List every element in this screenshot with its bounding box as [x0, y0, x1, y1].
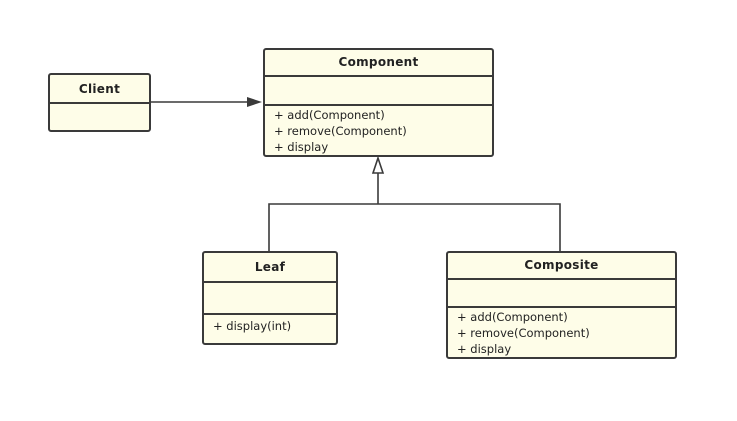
attributes-compartment-client: [50, 104, 149, 130]
class-name-component: Component: [265, 50, 492, 77]
generalization-arrowhead: [371, 155, 385, 174]
class-composite[interactable]: Composite + add(Component) + remove(Comp…: [446, 251, 677, 359]
operations-compartment-leaf: + display(int): [204, 315, 336, 343]
operation-remove: + remove(Component): [274, 124, 407, 138]
class-name-leaf: Leaf: [204, 253, 336, 283]
class-leaf[interactable]: Leaf + display(int): [202, 251, 338, 345]
class-component[interactable]: Component + add(Component) + remove(Comp…: [263, 48, 494, 157]
generalization-line-composite: [378, 203, 561, 251]
operation-add: + add(Component): [457, 310, 568, 324]
class-name-composite: Composite: [448, 253, 675, 280]
class-client[interactable]: Client: [48, 73, 151, 132]
attributes-compartment-composite: [448, 280, 675, 308]
operation-remove: + remove(Component): [457, 326, 590, 340]
attributes-compartment-component: [265, 77, 492, 106]
operation-display: + display: [457, 342, 512, 356]
attributes-compartment-leaf: [204, 283, 336, 315]
class-name-client: Client: [50, 75, 149, 104]
association-arrowhead: [247, 97, 262, 107]
operation-display: + display: [274, 140, 329, 154]
operations-compartment-composite: + add(Component) + remove(Component) + d…: [448, 308, 675, 357]
operation-add: + add(Component): [274, 108, 385, 122]
operation-display-int: + display(int): [213, 319, 292, 333]
operations-compartment-component: + add(Component) + remove(Component) + d…: [265, 106, 492, 155]
generalization-line-leaf: [268, 203, 378, 251]
